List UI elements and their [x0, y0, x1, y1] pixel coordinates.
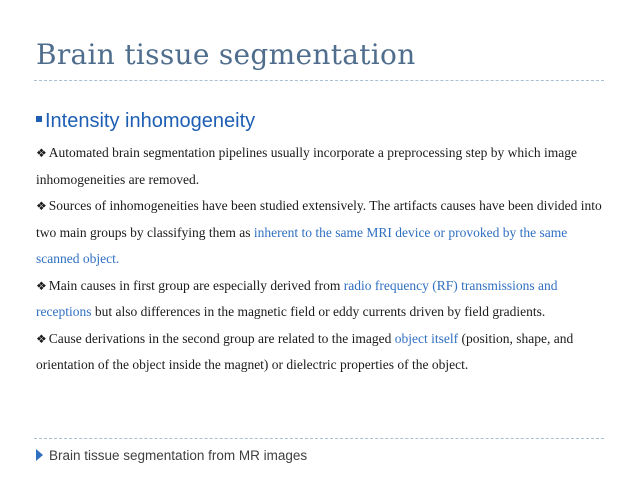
- triangle-icon: [36, 449, 43, 461]
- bullet-paragraph: ❖Main causes in first group are especial…: [36, 273, 606, 326]
- slide-title: Brain tissue segmentation: [36, 38, 416, 71]
- section-heading-text: Intensity inhomogeneity: [45, 110, 256, 132]
- title-divider: [34, 80, 604, 81]
- section-heading: Intensity inhomogeneity: [36, 110, 255, 133]
- bullet-paragraph: ❖Automated brain segmentation pipelines …: [36, 140, 606, 193]
- bullet-text-tail: (position, shape, and orientation of the…: [36, 330, 574, 373]
- bullet-text: Cause derivations in the second group ar…: [48, 330, 395, 346]
- diamond-bullet-icon: ❖: [36, 199, 47, 213]
- diamond-bullet-icon: ❖: [36, 146, 47, 160]
- diamond-bullet-icon: ❖: [36, 331, 47, 346]
- bullet-text: Sources of inhomogeneities have been stu…: [36, 198, 602, 240]
- highlighted-phrase: object itself: [394, 330, 459, 346]
- slide-footer: Brain tissue segmentation from MR images: [36, 448, 307, 463]
- bullet-paragraph: ❖Sources of inhomogeneities have been st…: [36, 193, 606, 273]
- bullet-text-tail: but also differences in the magnetic fie…: [91, 304, 546, 319]
- square-bullet-icon: [36, 116, 42, 122]
- footer-divider: [34, 438, 604, 439]
- footer-text: Brain tissue segmentation from MR images: [49, 448, 308, 463]
- slide-body: ❖Automated brain segmentation pipelines …: [36, 140, 606, 379]
- diamond-bullet-icon: ❖: [36, 278, 47, 293]
- highlighted-phrase: inherent to the same MRI device or provo…: [36, 224, 568, 267]
- bullet-text: Main causes in first group are especiall…: [48, 277, 344, 293]
- bullet-paragraph: ❖Cause derivations in the second group a…: [36, 326, 606, 379]
- highlighted-phrase: radio frequency (RF) transmissions and r…: [36, 277, 558, 320]
- bullet-text: Automated brain segmentation pipelines u…: [36, 145, 577, 187]
